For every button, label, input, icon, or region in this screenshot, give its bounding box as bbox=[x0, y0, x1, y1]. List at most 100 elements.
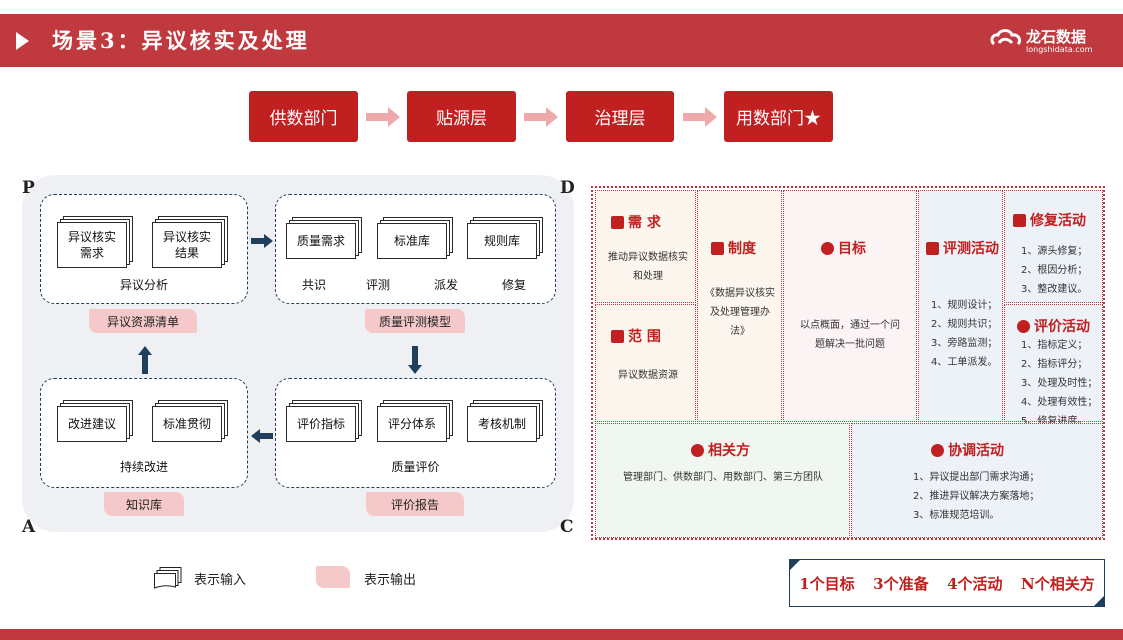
list-icon bbox=[611, 215, 624, 229]
plan-doc-request: 异议核实 需求 bbox=[57, 222, 127, 268]
target-icon bbox=[821, 241, 834, 255]
summary-item: 4个活动 bbox=[947, 574, 1003, 593]
scope-text: 异议数据资源 bbox=[618, 370, 678, 381]
flow-step-supplier: 供数部门 bbox=[249, 91, 358, 142]
do-step: 评测 bbox=[365, 278, 390, 292]
legend-input-label: 表示输入 bbox=[194, 573, 247, 588]
list-item: 1、指标定义； bbox=[1021, 340, 1088, 351]
demand-text: 推动异议数据核实和处理 bbox=[608, 252, 688, 282]
gear-icon bbox=[931, 443, 944, 457]
flow-arrow-icon bbox=[683, 107, 717, 127]
flow-step-source-layer: 贴源层 bbox=[407, 91, 516, 142]
do-step: 派发 bbox=[433, 278, 458, 292]
list-item: 1、源头修复； bbox=[1021, 246, 1088, 257]
do-step: 修复 bbox=[501, 278, 526, 292]
cell-parties bbox=[595, 423, 850, 538]
repair-activity-list: 1、源头修复； 2、根因分析； 3、整改建议。 bbox=[1021, 242, 1087, 299]
cube-icon bbox=[611, 329, 624, 343]
check-banner: 评价报告 bbox=[366, 492, 464, 516]
corner-accent bbox=[1093, 595, 1105, 607]
list-item: 3、旁路监测； bbox=[931, 338, 998, 349]
cell-goal bbox=[783, 190, 917, 422]
play-triangle-icon bbox=[16, 32, 29, 50]
do-doc-rule-lib: 规则库 bbox=[467, 223, 537, 259]
header-bar bbox=[0, 14, 1123, 67]
arrow-up-icon bbox=[138, 346, 152, 374]
review-activity-list: 1、指标定义； 2、指标评分； 3、处理及时性； 4、处理有效性； 5、修复进度… bbox=[1021, 336, 1097, 431]
tools-icon bbox=[1013, 213, 1026, 227]
flow-arrow-icon bbox=[366, 107, 400, 127]
do-doc-quality-demand: 质量需求 bbox=[286, 223, 356, 259]
summary-grid: 需 求 推动异议数据核实和处理 范 围 异议数据资源 制度 《数据异议核实及处理… bbox=[591, 186, 1105, 540]
list-item: 3、处理及时性； bbox=[1021, 378, 1098, 389]
list-item: 1、异议提出部门需求沟通； bbox=[913, 472, 1040, 483]
goal-text: 以点概面，通过一个问题解决一批问题 bbox=[800, 320, 900, 350]
list-item: 3、标准规范培训。 bbox=[913, 510, 1000, 521]
badge-icon bbox=[1017, 319, 1030, 333]
summary-item: 1个目标 bbox=[799, 574, 855, 593]
plan-doc-result: 异议核实 结果 bbox=[152, 222, 222, 268]
arrow-right-icon bbox=[251, 234, 273, 248]
coord-activity-list: 1、异议提出部门需求沟通； 2、推进异议解决方案落地； 3、标准规范培训。 bbox=[913, 468, 1039, 525]
do-doc-standard-lib: 标准库 bbox=[377, 223, 447, 259]
summary-box: 1个目标 3个准备 4个活动 N个相关方 bbox=[789, 559, 1105, 607]
eval-activity-title: 评测活动 bbox=[926, 238, 999, 258]
flow-arrow-icon bbox=[524, 107, 558, 127]
list-item: 3、整改建议。 bbox=[1021, 284, 1088, 295]
summary-item: 3个准备 bbox=[873, 574, 929, 593]
system-text: 《数据异议核实及处理管理办法》 bbox=[705, 288, 775, 337]
system-title: 制度 bbox=[711, 238, 756, 258]
corner-p: P bbox=[22, 178, 35, 198]
do-step: 共识 bbox=[301, 278, 326, 292]
check-doc-assessment: 考核机制 bbox=[467, 406, 537, 442]
input-doc-icon bbox=[154, 567, 182, 589]
plan-label: 异议分析 bbox=[119, 278, 168, 292]
cell-system bbox=[697, 190, 782, 422]
act-doc-suggestion: 改进建议 bbox=[57, 406, 127, 442]
list-item: 2、根因分析； bbox=[1021, 265, 1088, 276]
logo-cloud-icon bbox=[990, 29, 1022, 46]
list-item: 5、修复进度。 bbox=[1021, 416, 1088, 427]
check-doc-metrics: 评价指标 bbox=[286, 406, 356, 442]
page-title: 场景3：异议核实及处理 bbox=[52, 28, 310, 53]
parties-text: 管理部门、供数部门、用数部门、第三方团队 bbox=[623, 472, 823, 483]
logo-name: 龙石数据 bbox=[1026, 28, 1087, 46]
people-icon bbox=[691, 443, 704, 457]
list-item: 2、指标评分； bbox=[1021, 359, 1088, 370]
eval-activity-list: 1、规则设计； 2、规则共识； 3、旁路监测； 4、工单派发。 bbox=[931, 296, 997, 372]
do-banner: 质量评测模型 bbox=[365, 309, 465, 333]
plan-banner: 异议资源清单 bbox=[89, 309, 197, 333]
corner-d: D bbox=[560, 178, 575, 198]
arrow-left-icon bbox=[251, 429, 273, 443]
corner-a: A bbox=[22, 517, 36, 537]
flow-step-consumer: 用数部门★ bbox=[724, 91, 833, 142]
scope-title: 范 围 bbox=[611, 326, 661, 346]
check-label: 质量评价 bbox=[391, 460, 440, 474]
cell-repair-activity bbox=[1004, 190, 1103, 303]
act-label: 持续改进 bbox=[119, 460, 168, 474]
cell-coord-activity bbox=[851, 423, 1103, 538]
corner-c: C bbox=[560, 517, 574, 537]
coord-activity-title: 协调活动 bbox=[931, 440, 1004, 460]
repair-activity-title: 修复活动 bbox=[1013, 210, 1086, 230]
act-doc-standard: 标准贯彻 bbox=[152, 406, 222, 442]
cell-demand bbox=[595, 190, 696, 303]
list-item: 4、工单派发。 bbox=[931, 357, 998, 368]
review-activity-title: 评价活动 bbox=[1017, 316, 1090, 336]
clipboard-icon bbox=[926, 241, 939, 255]
check-doc-scoring: 评分体系 bbox=[377, 406, 447, 442]
output-banner-icon bbox=[316, 566, 350, 588]
cell-review-activity bbox=[1004, 304, 1103, 422]
cell-scope bbox=[595, 304, 696, 422]
goal-title: 目标 bbox=[821, 238, 866, 258]
parties-title: 相关方 bbox=[691, 440, 750, 460]
list-item: 4、处理有效性； bbox=[1021, 397, 1098, 408]
act-banner: 知识库 bbox=[104, 492, 184, 516]
book-icon bbox=[711, 241, 724, 255]
flow-step-governance-layer: 治理层 bbox=[566, 91, 674, 142]
list-item: 2、推进异议解决方案落地； bbox=[913, 491, 1040, 502]
arrow-down-icon bbox=[408, 346, 422, 374]
legend-output-label: 表示输出 bbox=[364, 573, 417, 588]
demand-title: 需 求 bbox=[611, 212, 661, 232]
list-item: 1、规则设计； bbox=[931, 300, 998, 311]
